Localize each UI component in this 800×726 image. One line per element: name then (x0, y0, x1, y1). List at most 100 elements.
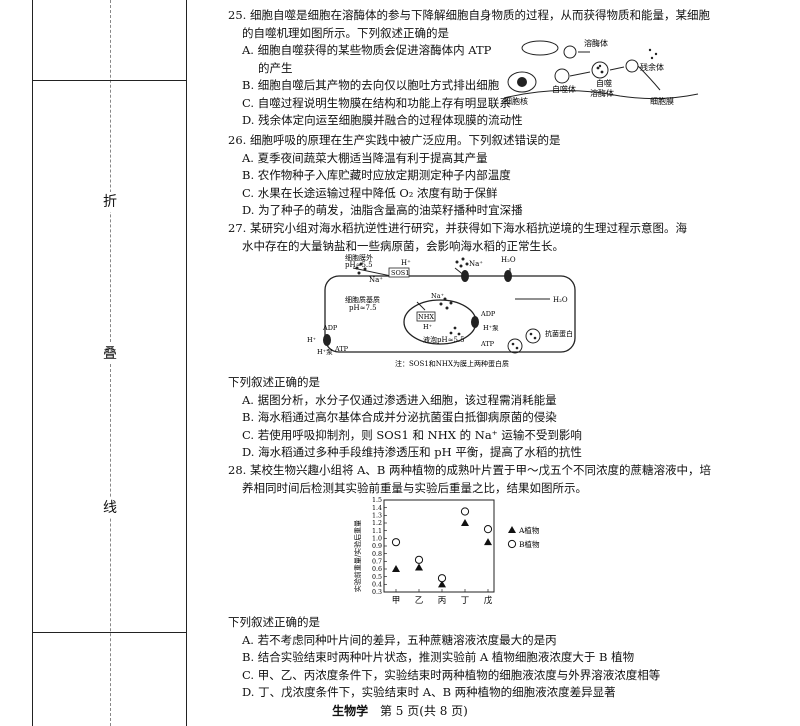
x-tick-label: 丙 (438, 596, 447, 606)
q28-stem: 28. 某校生物兴趣小组将 A、B 两种植物的成熟叶片置于甲～戊五个不同浓度的蔗… (228, 463, 712, 477)
q28-option-c: C. 甲、乙、丙浓度条件下，实验结束时两种植物的细胞液浓度与外界溶液浓度相等 (242, 667, 661, 682)
label-cell-membrane: 细胞膜 (650, 96, 674, 106)
label-matrix: 细胞质基质 (345, 295, 380, 304)
y-tick-label: 1.4 (372, 505, 382, 512)
question-26: 26. 细胞呼吸的原理在生产实践中被广泛应用。下列叙述错误的是 A. 夏季夜间蔬… (228, 132, 560, 220)
q27-ask: 下列叙述正确的是 (228, 375, 320, 389)
data-point-b (414, 555, 424, 564)
y-tick-label: 0.7 (372, 559, 382, 566)
label-na-vacuole: Na⁺ (431, 292, 444, 300)
label-autophagosome: 自噬体 (552, 84, 576, 94)
x-tick-label: 乙 (415, 596, 424, 606)
binding-line-left (32, 0, 33, 726)
binding-stack-char: 叠 (100, 344, 120, 364)
legend-marker-a (508, 526, 516, 533)
label-pump-vacuole: H⁺泵 (483, 324, 499, 332)
data-point-a (415, 563, 423, 571)
data-point-a (484, 538, 492, 546)
y-tick-label: 1.0 (372, 536, 382, 543)
residual-body-shape (625, 59, 639, 73)
page-footer: 生物学 第 5 页(共 8 页) (0, 702, 800, 719)
legend-label: B植物 (519, 539, 540, 549)
y-tick-label: 0.3 (372, 589, 382, 596)
q28-option-d: D. 丁、戊浓度条件下，实验结束时 A、B 两种植物的细胞液浓度差异显著 (242, 685, 616, 699)
q26-option-d: D. 为了种子的萌发，油脂含量高的油菜籽播种时宜深播 (242, 203, 523, 217)
binding-separator (32, 632, 187, 633)
y-tick-label: 1.3 (372, 513, 382, 520)
legend-marker-b (507, 539, 517, 549)
question-25: 25. 细胞自噬是细胞在溶酶体的参与下降解细胞自身物质的过程，从而获得物质和能量… (228, 7, 710, 130)
q28-stem-cont: 养相同时间后检测其实验前重量与实验后重量之比，结果如图所示。 (242, 480, 587, 495)
q25-option-c: C. 自噬过程说明生物膜在结构和功能上存有明显联系 (242, 95, 511, 110)
q27-note: 注：SOS1和NHX为膜上两种蛋白质 (395, 359, 509, 368)
legend-label: A植物 (518, 525, 540, 535)
question-27: 27. 某研究小组对海水稻抗逆性进行研究，并获得如下海水稻抗逆境的生理过程示意图… (228, 220, 687, 255)
x-tick-label: 甲 (392, 596, 401, 606)
q27-option-c: C. 若使用呼吸抑制剂，则 SOS1 和 NHX 的 Na⁺ 运输不受到影响 (242, 427, 582, 442)
data-point-b (391, 538, 401, 547)
q25-autophagy-diagram: 溶酶体 自噬体 自噬 溶酶体 残余体 细胞核 细胞膜 (503, 38, 699, 106)
binding-fold-char: 折 (100, 192, 120, 212)
nucleus-core (517, 77, 527, 87)
label-pump-cell: H⁺泵 (317, 348, 333, 356)
autolysosome-shape (591, 61, 609, 79)
data-point-a (461, 519, 469, 526)
y-tick-label: 0.6 (372, 566, 382, 573)
q28-option-b: B. 结合实验结束时两种叶片状态，推测实验前 A 植物细胞液浓度大于 B 植物 (242, 650, 635, 664)
label-na-in: Na⁺ (469, 260, 483, 268)
y-tick-label: 1.2 (372, 520, 382, 527)
sos1-box (388, 267, 410, 278)
label-autolysosome-2: 溶酶体 (590, 88, 614, 98)
x-tick-label: 戊 (484, 595, 493, 606)
label-adp-vacuole: ADP (480, 310, 496, 318)
label-nhx: NHX (418, 313, 434, 321)
label-atp-vacuole: ATP (480, 340, 495, 348)
q26-option-b: B. 农作物种子入库贮藏时应放定期测定种子内部温度 (242, 168, 511, 182)
footer-page-number: 第 5 页(共 8 页) (379, 704, 468, 718)
q26-option-c: C. 水果在长途运输过程中降低 O₂ 浓度有助于保鲜 (242, 185, 498, 200)
label-h2o-top: H₂O (501, 256, 516, 264)
label-sos1: SOS1 (391, 269, 409, 277)
q25-option-a: A. 细胞自噬获得的某些物质会促进溶酶体内 ATP (242, 43, 492, 57)
q27-option-d: D. 海水稻通过多种手段维持渗透压和 pH 平衡，提高了水稻的抗性 (242, 445, 582, 459)
autophagosome-shape (554, 68, 570, 84)
nhx-box (416, 311, 436, 322)
label-adp-cell: ADP (322, 324, 338, 332)
cell-outline (324, 275, 576, 353)
label-nucleus: 细胞核 (504, 96, 528, 106)
q27-option-a: A. 据图分析，水分子仅通过渗透进入细胞，该过程需消耗能量 (242, 392, 557, 407)
q25-stem: 25. 细胞自噬是细胞在溶酶体的参与下降解细胞自身物质的过程，从而获得物质和能量… (228, 8, 710, 22)
y-tick-label: 0.5 (372, 574, 382, 581)
q25-option-a-cont: 的产生 (258, 60, 293, 75)
label-h-out: H⁺ (401, 259, 411, 267)
y-tick-label: 1.1 (372, 528, 382, 535)
q26-stem: 26. 细胞呼吸的原理在生产实践中被广泛应用。下列叙述错误的是 (228, 133, 561, 147)
q27-stem: 27. 某研究小组对海水稻抗逆性进行研究，并获得如下海水稻抗逆境的生理过程示意图… (228, 221, 687, 235)
question-28-options: 下列叙述正确的是 A. 若不考虑同种叶片间的差异，五种蔗糖溶液浓度最大的是丙 B… (228, 614, 660, 702)
q25-stem-cont: 的自噬机理如图所示。下列叙述正确的是 (242, 25, 449, 40)
q25-option-b: B. 细胞自噬后其产物的去向仅以胞吐方式排出细胞 (242, 78, 500, 92)
q27-rice-physiology-diagram: SOS1 NHX 细胞膜外 pH≈5.5 Na⁺ H⁺ Na⁺ H₂O H₂O … (307, 254, 576, 368)
y-tick-label: 1.5 (372, 497, 382, 504)
q25-option-d: D. 残余体定向运至细胞膜并融合的过程体现膜的流动性 (242, 113, 523, 127)
label-h-cell: H⁺ (307, 336, 316, 344)
data-point-a (392, 565, 400, 572)
label-antibacterial-protein: 抗菌蛋白 (545, 329, 573, 338)
label-vacuole: 液泡pH≈5.5 (423, 335, 465, 344)
label-lysosome: 溶酶体 (584, 38, 608, 48)
binding-line-right (186, 0, 187, 726)
label-outside: 细胞膜外 (345, 254, 373, 262)
question-27-options: 下列叙述正确的是 A. 据图分析，水分子仅通过渗透进入细胞，该过程需消耗能量 B… (228, 374, 582, 462)
data-point-b (483, 525, 493, 534)
data-point-b (437, 574, 447, 583)
label-na-out: Na⁺ (369, 276, 383, 284)
q28-option-a: A. 若不考虑同种叶片间的差异，五种蔗糖溶液浓度最大的是丙 (242, 632, 557, 647)
label-outside-ph: pH≈5.5 (345, 261, 373, 269)
data-point-a (438, 580, 446, 588)
y-tick-label: 0.4 (372, 582, 382, 589)
label-h-vacuole: H⁺ (423, 323, 432, 331)
data-point-b (460, 507, 470, 516)
label-autolysosome: 自噬 (596, 78, 612, 88)
q27-stem-cont: 水中存在的大量钠盐和一些病原菌，会影响海水稻的正常生长。 (242, 238, 564, 253)
label-matrix-ph: pH≈7.5 (349, 304, 377, 312)
